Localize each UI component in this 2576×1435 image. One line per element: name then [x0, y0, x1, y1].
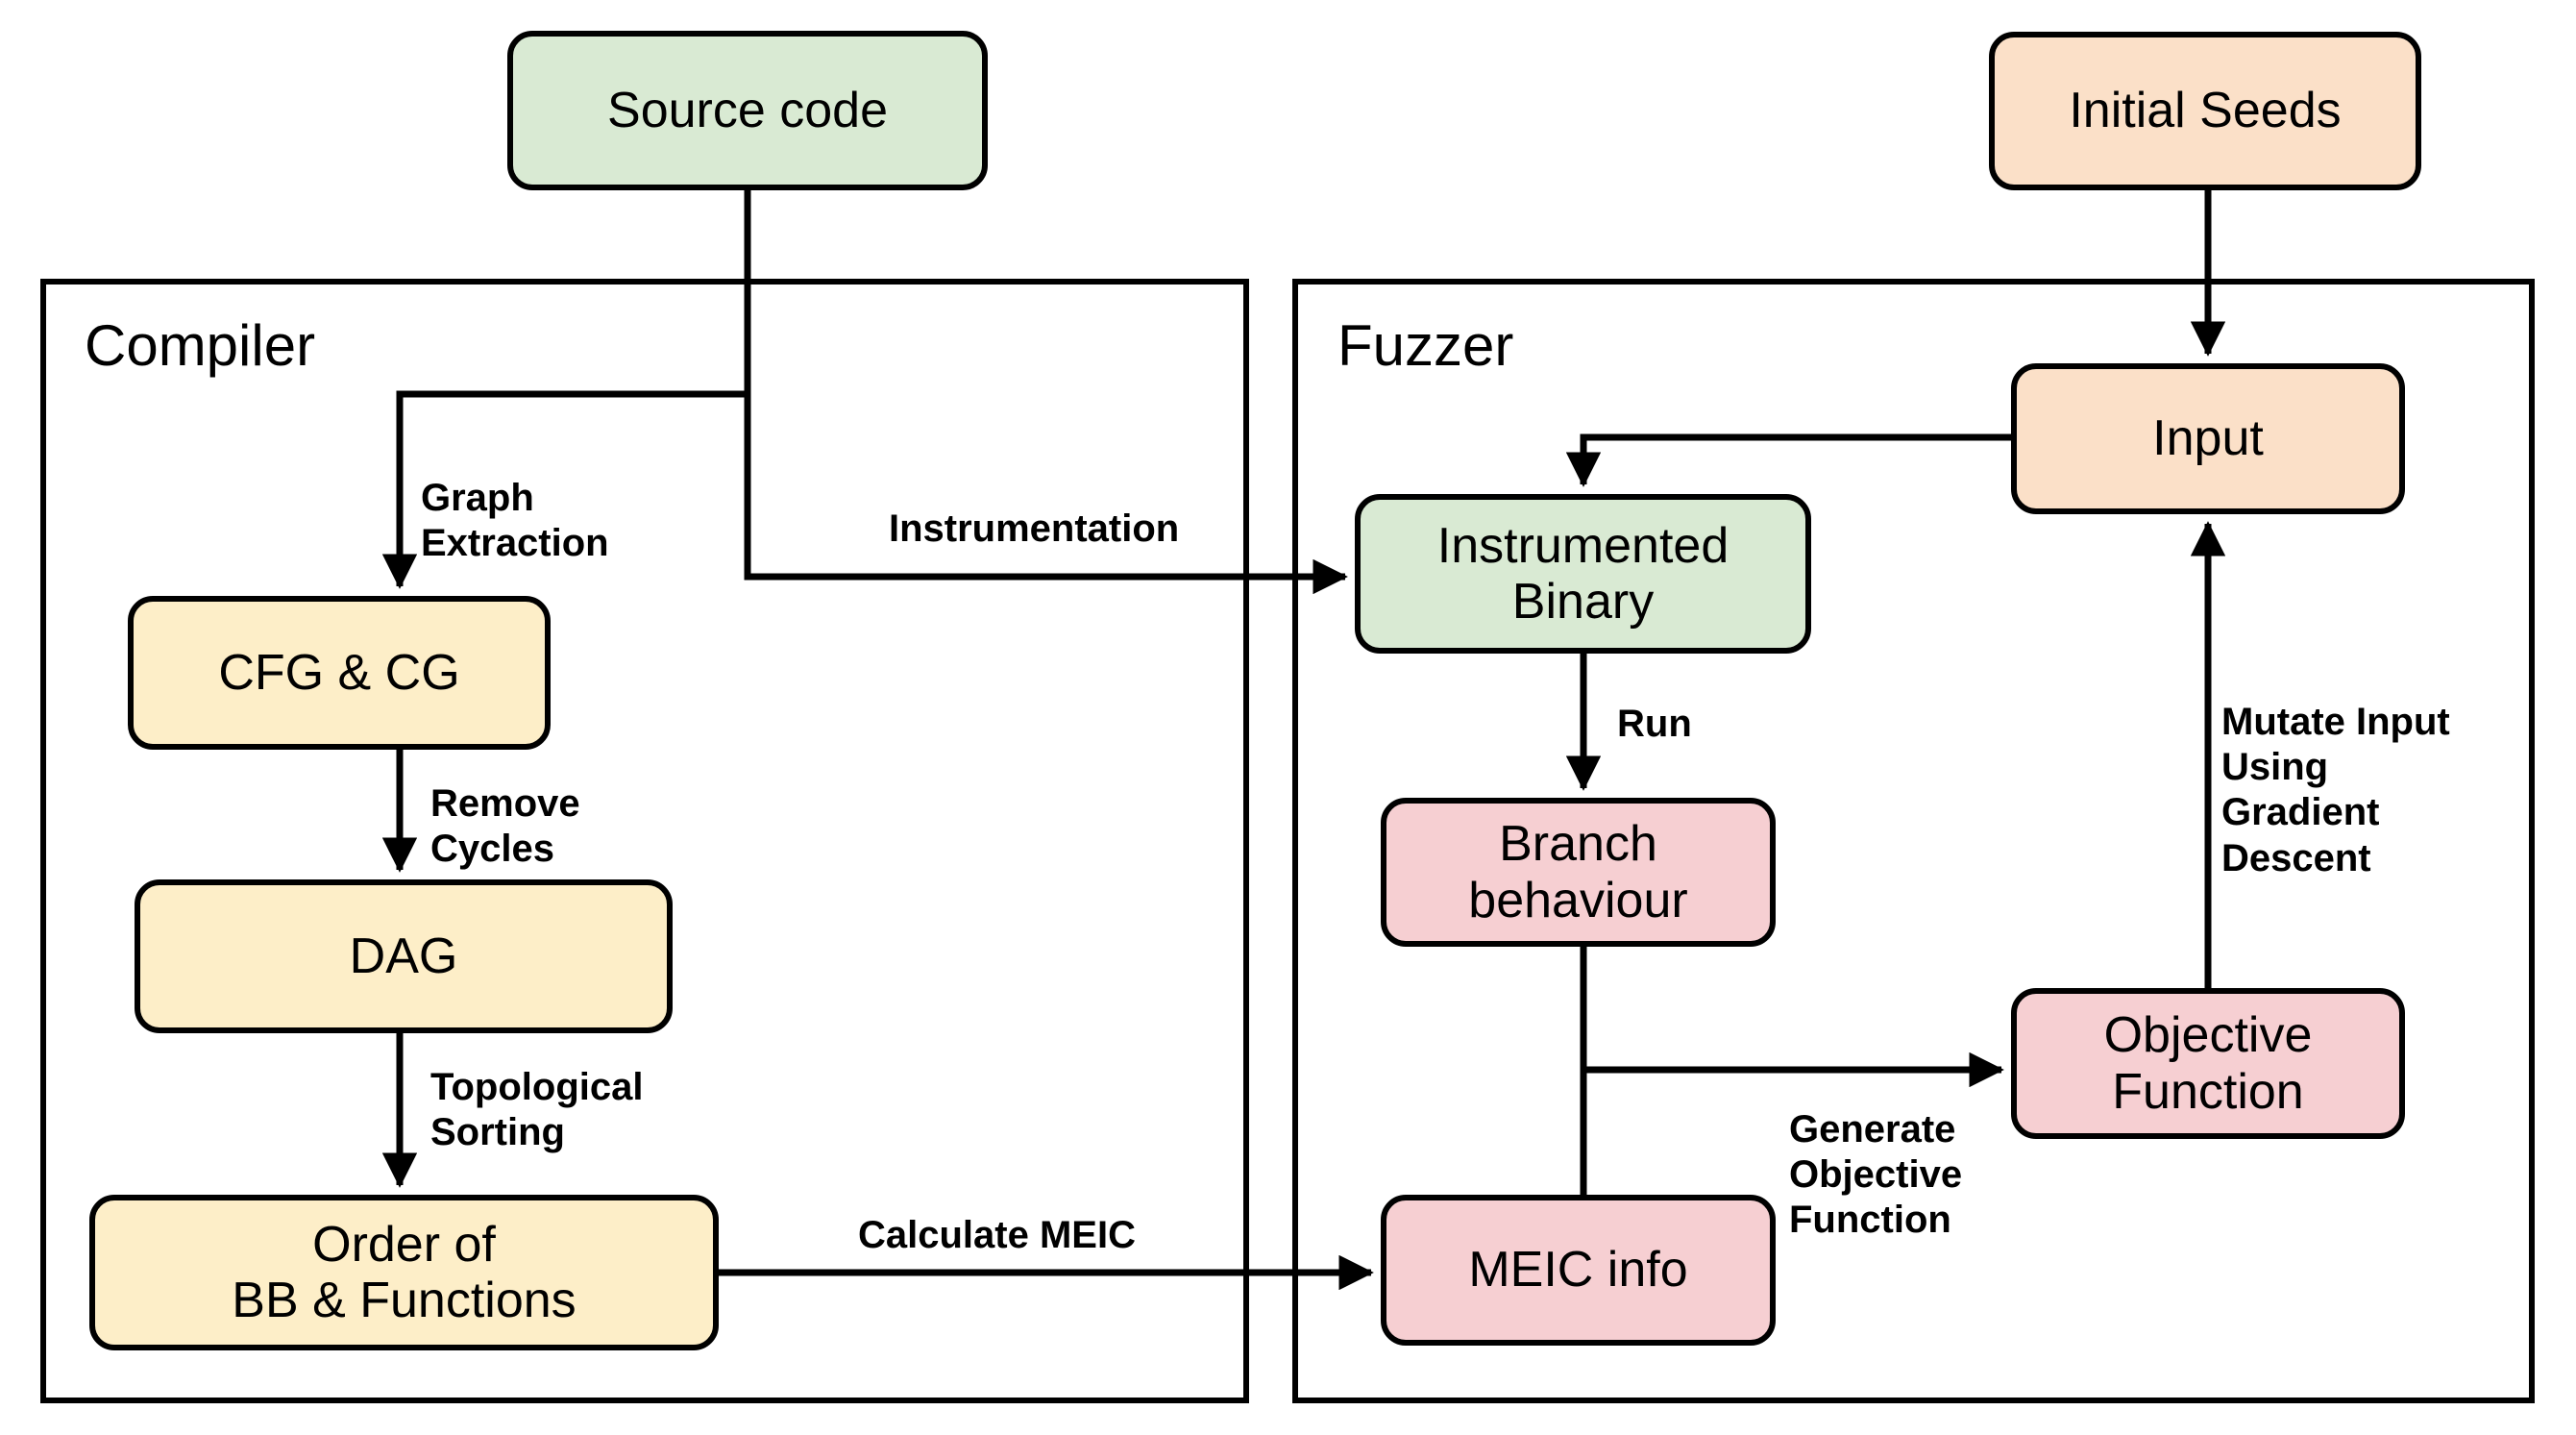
node-input[interactable]: Input — [2011, 363, 2405, 514]
edge-label-topological-sorting: Topological Sorting — [430, 1066, 644, 1154]
node-meic-info[interactable]: MEIC info — [1381, 1195, 1776, 1346]
edge-label-remove-cycles: Remove Cycles — [430, 782, 580, 871]
node-order-of-bb-and-functions[interactable]: Order of BB & Functions — [89, 1195, 719, 1350]
node-instrumented-binary[interactable]: Instrumented Binary — [1355, 494, 1811, 654]
fuzzer-container-title: Fuzzer — [1337, 313, 1514, 378]
node-initial-seeds[interactable]: Initial Seeds — [1989, 32, 2421, 190]
compiler-container-title: Compiler — [85, 313, 316, 378]
node-source-code[interactable]: Source code — [507, 31, 988, 190]
edge-label-calculate-meic: Calculate MEIC — [858, 1214, 1136, 1256]
edge-label-run: Run — [1617, 703, 1692, 745]
node-cfg-and-cg[interactable]: CFG & CG — [128, 596, 551, 750]
edge-label-mutate-input: Mutate Input Using Gradient Descent — [2221, 701, 2450, 879]
node-objective-function[interactable]: Objective Function — [2011, 988, 2405, 1139]
edge-label-graph-extraction: Graph Extraction — [421, 477, 609, 565]
edge-label-instrumentation: Instrumentation — [889, 507, 1180, 550]
compiler-container — [40, 279, 1249, 1403]
edge-label-generate-objective-function: Generate Objective Function — [1789, 1108, 1963, 1242]
fuzzer-container — [1292, 279, 2535, 1403]
node-dag[interactable]: DAG — [135, 879, 673, 1033]
node-branch-behaviour[interactable]: Branch behaviour — [1381, 798, 1776, 947]
